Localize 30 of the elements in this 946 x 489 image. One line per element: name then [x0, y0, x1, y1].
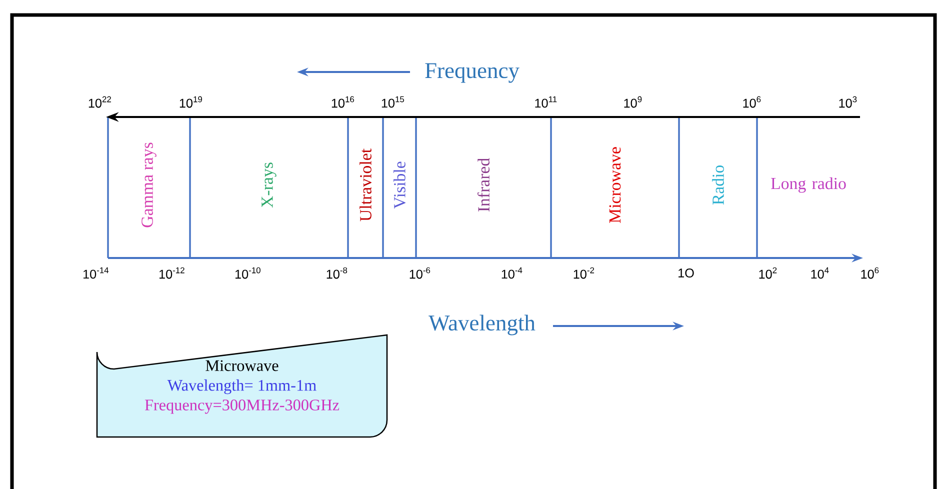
tick-label: 10$^{15}$ — [382, 96, 404, 108]
tick-label: 10$^{2}$ — [759, 267, 777, 279]
tick-label: 10$^{6}$ — [743, 96, 761, 108]
axis-title: Wavelength — [428, 314, 536, 336]
band-label: Visible — [394, 162, 406, 209]
tick-label: 10$^{-12}$ — [160, 267, 184, 279]
axis-title: Frequency — [425, 63, 520, 83]
band-label: Gamma rays — [142, 142, 156, 228]
tick-label: 10$^{3}$ — [839, 96, 857, 108]
tick-label: 10$^{16}$ — [332, 96, 354, 108]
tick-label: 10$^{4}$ — [811, 267, 829, 279]
tick-label: 10$^{-8}$ — [326, 267, 348, 279]
tick-label: 10$^{-14}$ — [84, 267, 109, 279]
tick-label: 10$^{11}$ — [535, 96, 557, 108]
info-box: Microwave Wavelength= 1mm-1m Frequency=300MHz-300GHz — [96, 334, 388, 438]
band-label: Long radio — [771, 177, 846, 193]
band-label: Ultraviolet — [360, 148, 372, 222]
tick-label: 10$^{19}$ — [180, 96, 202, 108]
tick-label: 10$^{-10}$ — [236, 267, 260, 279]
tick-label: 10$^{6}$ — [861, 267, 879, 279]
tick-label: 10$^{-2}$ — [574, 267, 594, 279]
band-label: Microwave — [609, 147, 621, 223]
band-label: Infrared — [477, 158, 490, 212]
tick-label: 1O — [678, 268, 694, 278]
band-label: X-rays — [262, 162, 276, 208]
tick-label: 10$^{-4}$ — [502, 267, 522, 279]
tick-label: 10$^{9}$ — [624, 96, 642, 108]
tick-label: 10$^{22}$ — [88, 96, 111, 108]
tick-label: 10$^{-6}$ — [410, 267, 430, 279]
band-label: Radio — [712, 166, 724, 205]
